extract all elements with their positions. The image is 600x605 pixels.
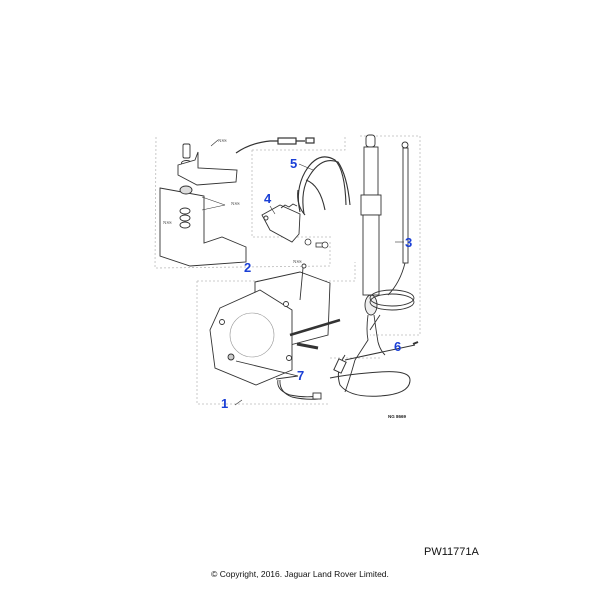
- screw-washer-drawing: [304, 238, 329, 249]
- drawing-reference-code: NG 8669: [388, 414, 407, 419]
- callout-5[interactable]: 5: [290, 156, 298, 171]
- nss-label: NSS: [163, 220, 172, 225]
- wiring-harness-drawing: [297, 156, 351, 216]
- diagram-id: PW11771A: [424, 546, 479, 558]
- connector-lead-drawing: [235, 137, 315, 154]
- aerial-motor-drawing: [209, 263, 341, 386]
- callout-4[interactable]: 4: [264, 191, 272, 206]
- nss-label: NSS: [293, 259, 302, 264]
- relay-drawing: [261, 203, 301, 243]
- nss-label: NSS: [218, 138, 227, 143]
- callout-6[interactable]: 6: [394, 339, 402, 354]
- earth-lead-drawing: [235, 360, 322, 400]
- mounting-bracket-drawing: [159, 143, 247, 267]
- copyright-notice: © Copyright, 2016. Jaguar Land Rover Lim…: [211, 569, 389, 579]
- callout-7[interactable]: 7: [297, 368, 305, 383]
- nss-label: NSS: [231, 201, 240, 206]
- aerial-mast-drawing: [344, 134, 415, 393]
- callout-1[interactable]: 1: [221, 396, 229, 411]
- callout-3[interactable]: 3: [405, 235, 413, 250]
- coaxial-lead-drawing: [329, 341, 419, 397]
- callout-2[interactable]: 2: [244, 260, 252, 275]
